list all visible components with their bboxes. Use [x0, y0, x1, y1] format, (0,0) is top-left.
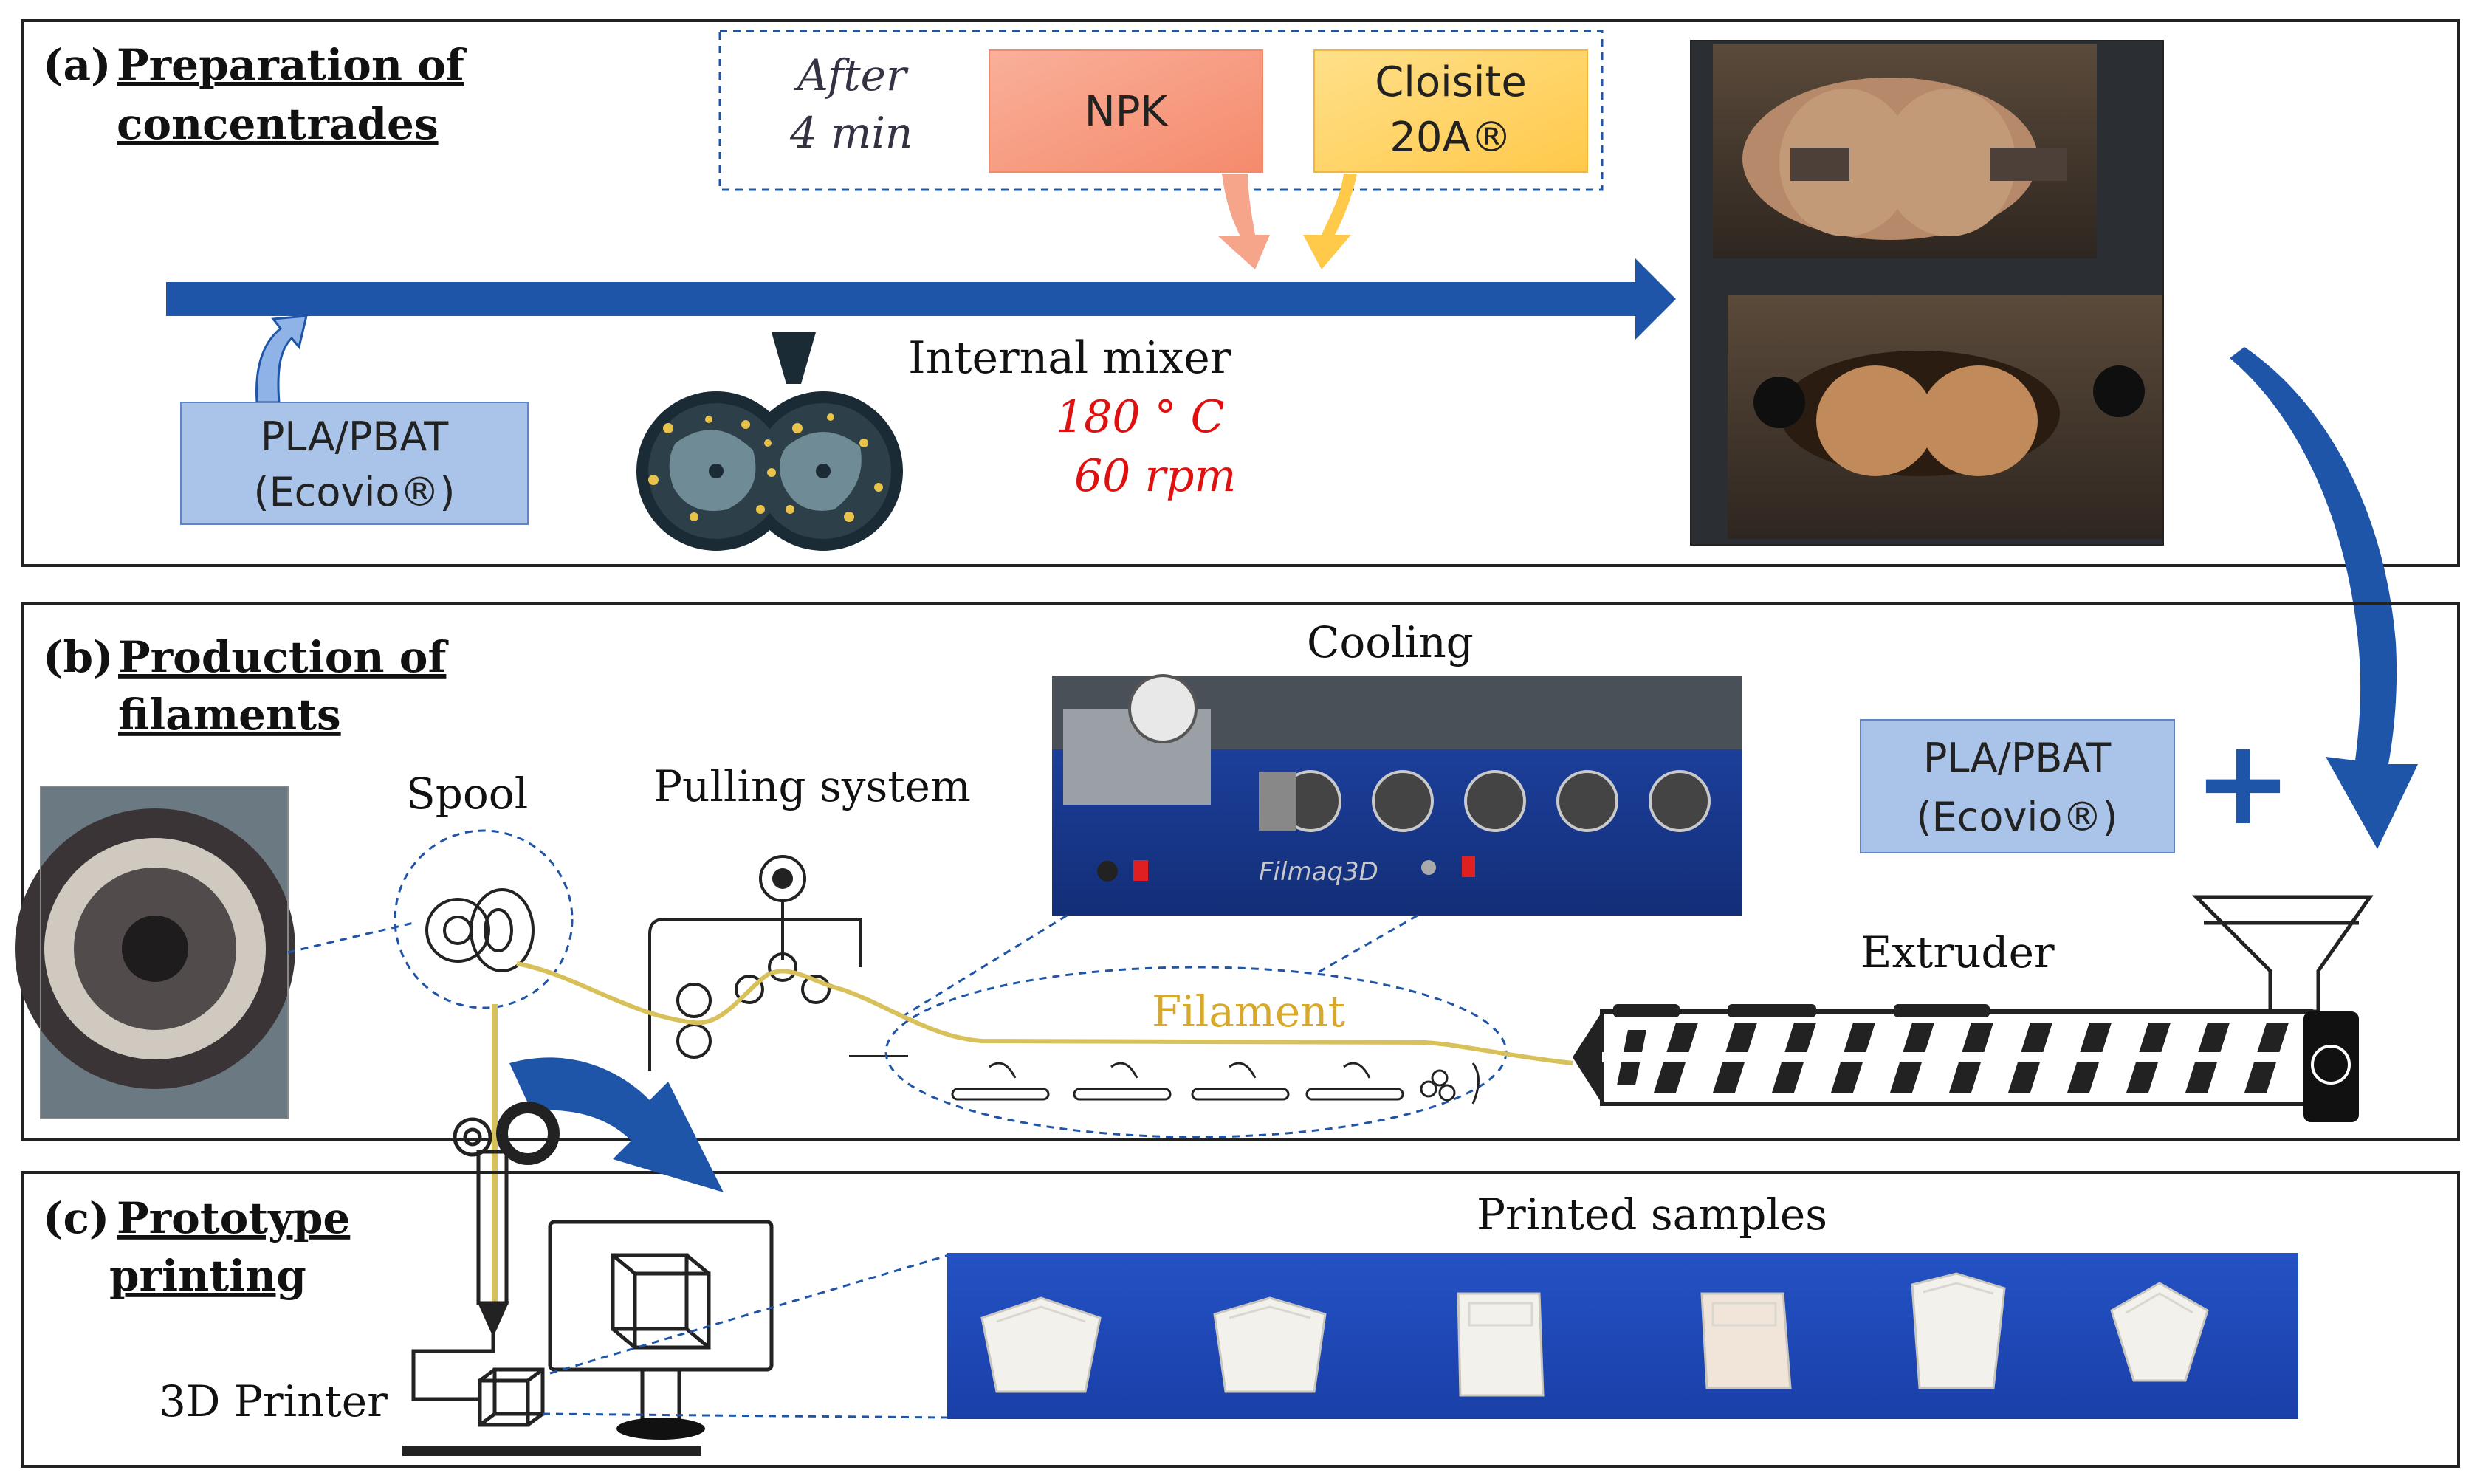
npk-box [989, 49, 1263, 173]
pulling-system-label: Pulling system [653, 761, 971, 811]
panel-a-letter: (a) [43, 40, 111, 90]
monitor-stand [616, 1418, 705, 1440]
panel-a-title-line2: concentrades [117, 99, 439, 149]
panel-c-title-line1: Prototype [117, 1193, 350, 1243]
cooling-fans-icon [951, 1062, 1480, 1105]
cooling-label: Cooling [1307, 617, 1474, 667]
panel-b-title-line1: Production of [118, 632, 449, 682]
cooling-connector-left [904, 914, 1068, 1017]
pla-label-a-line2: (Ecovio®) [254, 469, 456, 515]
printer-connector-top [549, 1254, 949, 1375]
panel-b-title-line2: filaments [118, 690, 341, 740]
panel-b-frame [21, 602, 2460, 1141]
speed-label: 60 rpm [1074, 450, 1236, 502]
after-label-line1: After [794, 50, 909, 100]
npk-arrow [1218, 174, 1270, 269]
panel-a-frame [21, 19, 2460, 567]
cooling-connector-right [1313, 914, 1418, 976]
pulling-system-icon [648, 855, 908, 1071]
cooling-machine-brand: Filmaq3D [1259, 857, 1378, 887]
spool-dashed-circle [394, 829, 574, 1009]
npk-label: NPK [1085, 88, 1169, 136]
spool-photo-connector [287, 921, 414, 954]
spool-label: Spool [406, 769, 528, 819]
printer-icon [402, 1102, 774, 1456]
printer-connector-bottom [542, 1412, 949, 1419]
pla-label-b-line2: (Ecovio®) [1917, 794, 2118, 840]
pla-box-b [1860, 719, 2175, 853]
cooling-machine-photo: Filmaq3D [1052, 674, 1742, 916]
plus-sign: + [2193, 713, 2292, 851]
cloisite-label-line1: Cloisite [1375, 58, 1527, 106]
internal-mixer-icon [636, 332, 903, 551]
main-process-arrow [166, 258, 1676, 340]
pla-label-a-line1: PLA/PBAT [261, 413, 449, 460]
panel-b-letter: (b) [43, 632, 113, 682]
panel-c-frame [21, 1171, 2460, 1468]
internal-mixer-label: Internal mixer [908, 332, 1231, 384]
cloisite-arrow [1303, 174, 1357, 269]
after-label-line2: 4 min [789, 108, 913, 158]
filament-line [516, 961, 1573, 1065]
panel-c-title-line2: printing [109, 1251, 306, 1301]
extruder-icon [1573, 895, 2374, 1122]
filament-label: Filament [1152, 986, 1345, 1037]
spool-icon [425, 888, 535, 972]
filament-to-printer-arrow [509, 1057, 724, 1192]
spool-photo [15, 786, 295, 1119]
additive-dashed-box [718, 30, 1604, 191]
panel-c-letter: (c) [43, 1193, 109, 1243]
temperature-label: 180 ° C [1056, 391, 1225, 443]
gauge-needle-dot [772, 868, 793, 889]
pla-label-b-line1: PLA/PBAT [1923, 735, 2112, 781]
cloisite-box [1313, 49, 1588, 173]
cloisite-label-line2: 20A® [1389, 114, 1512, 162]
extruder-label: Extruder [1861, 927, 2055, 978]
pla-input-arrow [255, 315, 308, 404]
mixer-mould-photo [1690, 40, 2164, 546]
concentrate-to-extruder-arrow [2230, 347, 2418, 849]
pla-box-a [180, 402, 529, 525]
panel-a-title-line1: Preparation of [117, 40, 467, 90]
printed-samples-label: Printed samples [1477, 1189, 1827, 1240]
printed-samples-photo [947, 1253, 2298, 1419]
printer-label: 3D Printer [159, 1376, 388, 1426]
